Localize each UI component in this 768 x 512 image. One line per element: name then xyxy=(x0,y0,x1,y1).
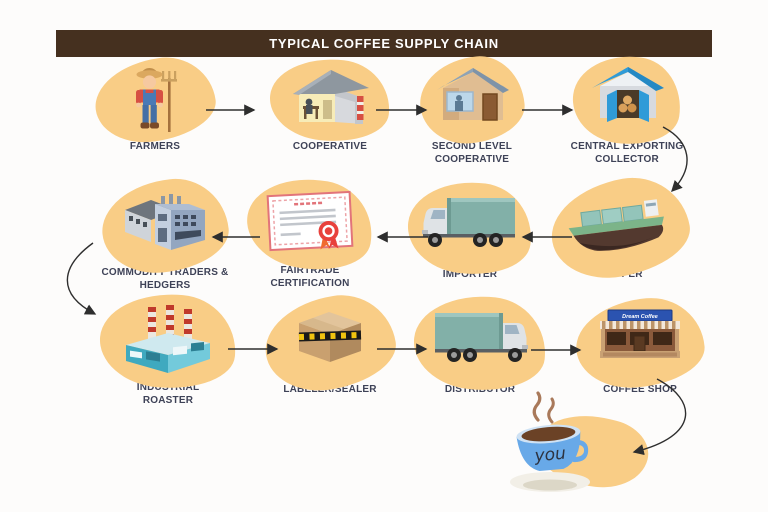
node-importer: IMPORTER xyxy=(390,174,550,282)
coffee-shop-storefront-icon: Dream Coffee xyxy=(600,309,680,358)
node-industrial-roaster: INDUSTRIAL ROASTER xyxy=(88,288,248,407)
node-cooperative: COOPERATIVE xyxy=(250,52,410,153)
certificate-icon xyxy=(266,190,354,252)
second-level-cooperative-icon xyxy=(437,68,509,121)
node-labeler-sealer: LABELER/SEALER xyxy=(250,287,410,399)
factory-icon xyxy=(126,305,210,373)
sealed-box-icon xyxy=(298,312,362,362)
page-title: TYPICAL COFFEE SUPPLY CHAIN xyxy=(269,36,499,51)
cargo-ship-icon xyxy=(568,199,664,251)
cooperative-house-icon xyxy=(293,70,369,124)
node-label: COOPERATIVE xyxy=(292,141,368,152)
importer-truck-icon xyxy=(422,198,515,247)
trading-buildings-icon xyxy=(125,194,205,250)
node-commodity-traders: COMMODITY TRADERS & HEDGERS xyxy=(85,173,245,292)
distributor-truck-icon xyxy=(435,313,528,362)
node-central-exporting-collector: CENTRAL EXPORTING COLLECTOR xyxy=(547,48,707,166)
consumer-label-text: you xyxy=(533,444,567,467)
node-shipper: SHIPPER xyxy=(540,168,700,288)
header-bar: TYPICAL COFFEE SUPPLY CHAIN xyxy=(56,30,712,57)
node-label: FARMERS xyxy=(129,141,181,152)
node-fairtrade-certification: FAIRTRADE CERTIFICATION xyxy=(230,168,390,290)
node-farmers: FARMERS xyxy=(75,51,235,153)
node-second-level-cooperative: SECOND LEVEL COOPERATIVE xyxy=(392,52,552,166)
node-coffee-shop: Dream Coffee COFFEE SHOP xyxy=(560,293,720,396)
node-label: IMPORTER xyxy=(442,269,498,280)
node-label: FAIRTRADE CERTIFICATION xyxy=(270,265,350,289)
shop-sign-text: Dream Coffee xyxy=(622,314,658,320)
node-label: SECOND LEVEL COOPERATIVE xyxy=(431,141,513,165)
node-label: CENTRAL EXPORTING COLLECTOR xyxy=(570,141,684,165)
farmer-icon xyxy=(136,67,177,132)
coffee-cup-icon: you xyxy=(510,391,590,492)
node-label: COMMODITY TRADERS & HEDGERS xyxy=(101,267,229,291)
node-distributor: DISTRIBUTOR xyxy=(400,289,560,397)
consumer-cup: you xyxy=(480,388,660,503)
central-collector-warehouse-icon xyxy=(592,67,664,122)
